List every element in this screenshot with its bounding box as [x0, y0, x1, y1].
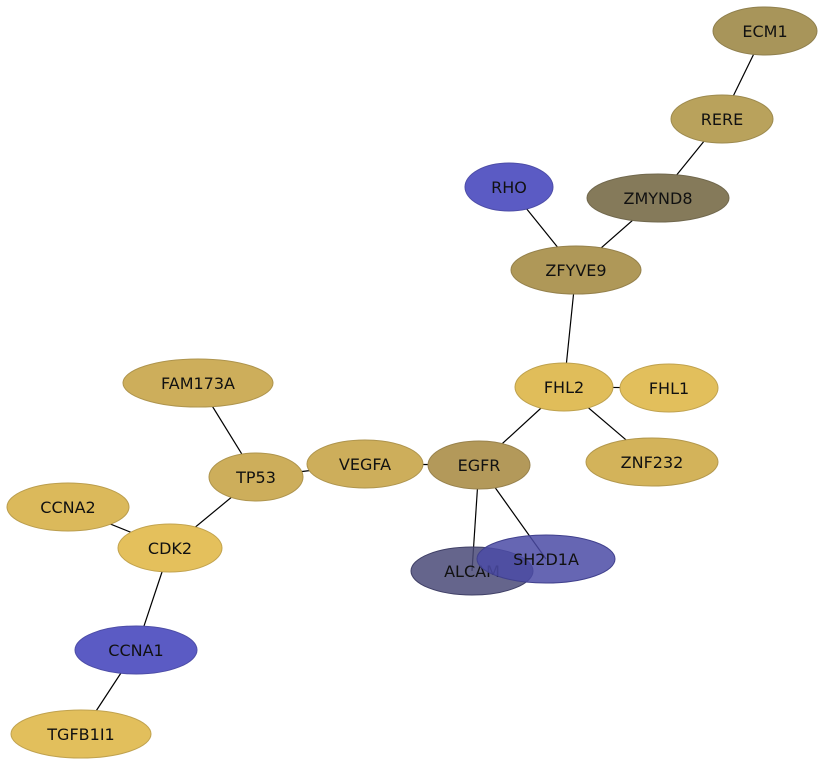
node-ellipse-znf232[interactable]	[585, 437, 719, 487]
node-ellipse-egfr[interactable]	[427, 440, 531, 490]
node-znf232[interactable]: ZNF232	[585, 437, 719, 487]
node-ellipse-fam173a[interactable]	[122, 358, 274, 408]
node-label-rho: RHO	[491, 178, 527, 197]
node-ellipse-fhl2[interactable]	[514, 362, 614, 412]
node-label-egfr: EGFR	[458, 456, 501, 475]
node-label-zmynd8: ZMYND8	[623, 189, 692, 208]
node-ellipse-sh2d1a[interactable]	[476, 534, 616, 584]
node-label-rere: RERE	[701, 110, 743, 129]
node-label-ccna1: CCNA1	[108, 641, 163, 660]
node-fam173a[interactable]: FAM173A	[122, 358, 274, 408]
node-ellipse-ccna1[interactable]	[74, 625, 198, 675]
node-ellipse-ecm1[interactable]	[712, 6, 818, 56]
node-ellipse-fhl1[interactable]	[619, 363, 719, 413]
node-ccna2[interactable]: CCNA2	[6, 482, 130, 532]
node-ellipse-ccna2[interactable]	[6, 482, 130, 532]
node-label-zfyve9: ZFYVE9	[545, 261, 606, 280]
node-ellipse-tgfb1i1[interactable]	[10, 709, 152, 759]
node-label-sh2d1a: SH2D1A	[513, 550, 579, 569]
node-zmynd8[interactable]: ZMYND8	[586, 173, 730, 223]
node-fhl2[interactable]: FHL2	[514, 362, 614, 412]
node-ecm1[interactable]: ECM1	[712, 6, 818, 56]
node-vegfa[interactable]: VEGFA	[306, 439, 424, 489]
node-zfyve9[interactable]: ZFYVE9	[510, 245, 642, 295]
node-tgfb1i1[interactable]: TGFB1I1	[10, 709, 152, 759]
node-label-cdk2: CDK2	[148, 539, 192, 558]
node-ellipse-rere[interactable]	[670, 94, 774, 144]
node-tp53[interactable]: TP53	[208, 452, 304, 502]
node-label-vegfa: VEGFA	[339, 455, 391, 474]
node-sh2d1a[interactable]: SH2D1A	[476, 534, 616, 584]
node-ellipse-vegfa[interactable]	[306, 439, 424, 489]
node-ellipse-tp53[interactable]	[208, 452, 304, 502]
node-label-ccna2: CCNA2	[40, 498, 95, 517]
node-ccna1[interactable]: CCNA1	[74, 625, 198, 675]
node-label-ecm1: ECM1	[742, 22, 787, 41]
node-label-fhl1: FHL1	[649, 379, 689, 398]
node-ellipse-rho[interactable]	[464, 162, 554, 212]
node-rere[interactable]: RERE	[670, 94, 774, 144]
node-label-fhl2: FHL2	[544, 378, 584, 397]
node-label-tp53: TP53	[235, 468, 276, 487]
node-fhl1[interactable]: FHL1	[619, 363, 719, 413]
node-rho[interactable]: RHO	[464, 162, 554, 212]
node-cdk2[interactable]: CDK2	[117, 523, 223, 573]
node-ellipse-zmynd8[interactable]	[586, 173, 730, 223]
node-label-znf232: ZNF232	[621, 453, 684, 472]
node-ellipse-cdk2[interactable]	[117, 523, 223, 573]
node-ellipse-zfyve9[interactable]	[510, 245, 642, 295]
node-egfr[interactable]: EGFR	[427, 440, 531, 490]
node-label-tgfb1i1: TGFB1I1	[46, 725, 114, 744]
node-label-fam173a: FAM173A	[161, 374, 235, 393]
